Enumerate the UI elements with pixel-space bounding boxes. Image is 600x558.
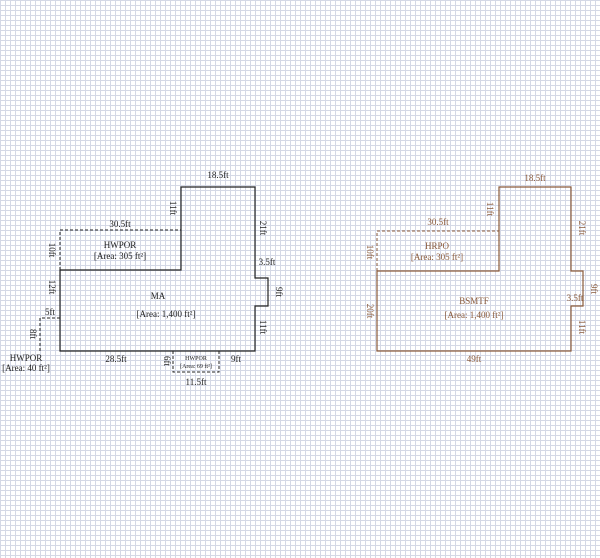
dim-bottom-right: 9ft <box>231 354 241 364</box>
dim-porch-width: 30.5ft <box>427 217 449 227</box>
porch-bottom-label: HWPOR <box>185 356 207 362</box>
porch-left-label: HWPOR <box>10 353 43 363</box>
basement-label: BSMTF <box>459 296 489 306</box>
dim-bump-h: 9ft <box>274 287 284 297</box>
dim-right-lower: 11ft <box>577 320 587 335</box>
porch-top-outline <box>59 229 181 270</box>
hrpo-label: HRPO <box>425 241 450 251</box>
porch-left-area: [Area: 40 ft²] <box>2 363 50 373</box>
dim-right-upper: 21ft <box>577 221 587 236</box>
porch-bottom-outline <box>172 351 220 373</box>
dim-left: 20ft <box>365 304 375 319</box>
dim-porch-width: 30.5ft <box>109 219 131 229</box>
dim-top: 18.5ft <box>524 173 546 183</box>
sketch-left[interactable]: 18.5ft 11ft 30.5ft 21ft 10ft 3.5ft 9ft 1… <box>2 170 284 387</box>
dim-bp-h: 6ft <box>162 356 172 366</box>
dim-porch-height: 10ft <box>47 243 57 258</box>
porch-left-outline <box>39 317 60 351</box>
dim-right-lower: 11ft <box>258 320 268 335</box>
dim-porch-height: 10ft <box>365 245 375 260</box>
basement-outline <box>376 186 584 352</box>
dim-bottom: 49ft <box>467 354 482 364</box>
hrpo-area: [Area: 305 ft²] <box>411 252 463 262</box>
dim-left: 12ft <box>47 280 57 295</box>
porch-bottom-area: [Area: 69 ft²] <box>180 363 212 370</box>
dim-upper-left: 11ft <box>168 201 178 216</box>
main-area: [Area: 1,400 ft²] <box>137 309 196 319</box>
dim-bump-h: 9ft <box>589 284 599 294</box>
dim-bp-w: 11.5ft <box>186 377 207 387</box>
dim-top: 18.5ft <box>207 170 229 180</box>
basement-area: [Area: 1,400 ft²] <box>445 310 504 320</box>
main-area-outline <box>59 186 269 352</box>
porch-top-label: HWPOR <box>104 240 137 250</box>
dim-bump-w: 3.5ft <box>567 293 584 303</box>
dim-small-w: 5ft <box>45 307 55 317</box>
hrpo-outline <box>376 230 499 271</box>
main-label: MA <box>151 291 166 301</box>
dim-bump-w: 3.5ft <box>259 257 276 267</box>
dim-small-h: 8ft <box>28 329 38 339</box>
porch-top-area: [Area: 305 ft²] <box>94 251 146 261</box>
dim-right-upper: 21ft <box>258 221 268 236</box>
dim-upper-left: 11ft <box>485 202 495 217</box>
dim-bottom-left: 28.5ft <box>105 354 127 364</box>
sketch-right[interactable]: 18.5ft 11ft 30.5ft 21ft 10ft 20ft 3.5ft … <box>365 173 599 364</box>
